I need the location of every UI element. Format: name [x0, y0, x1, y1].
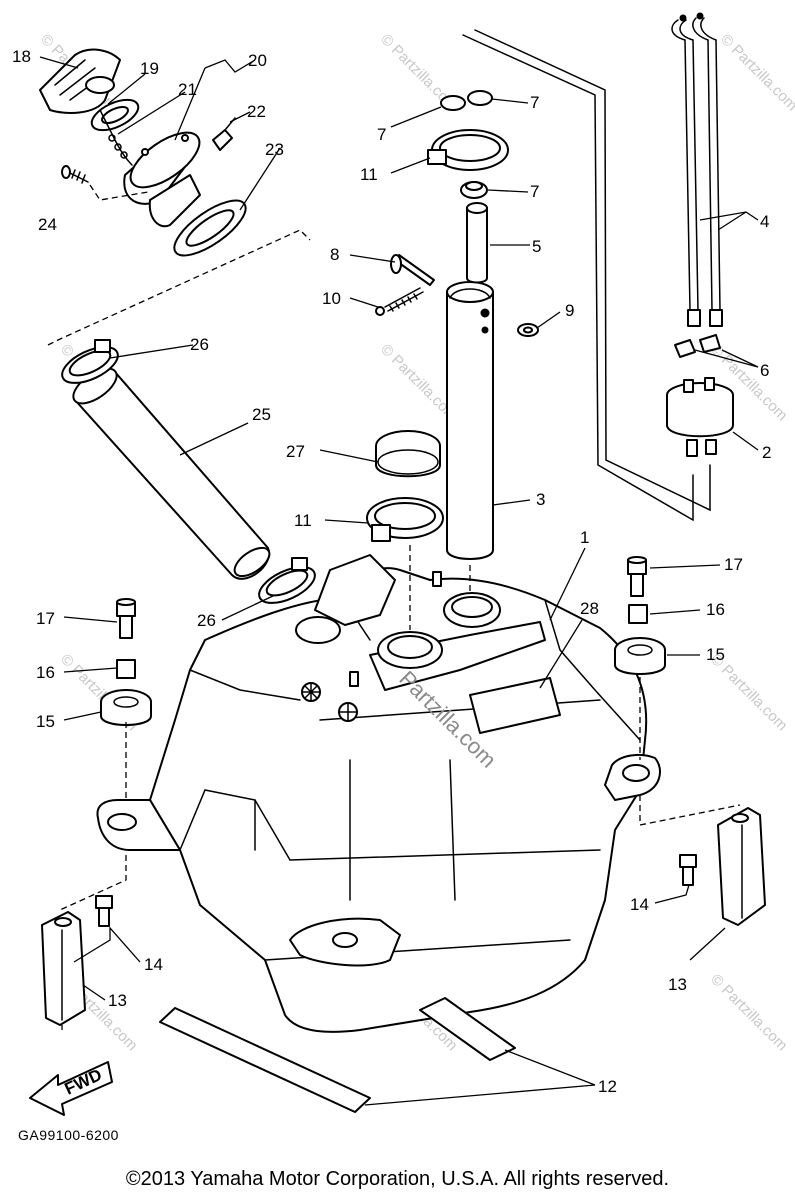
callout-11-lower: 11: [294, 511, 312, 530]
callout-26-lower: 26: [197, 611, 216, 630]
callout-11-upper: 11: [360, 165, 378, 184]
filler-hose-25: [72, 367, 271, 580]
callout-20: 20: [248, 51, 267, 70]
callout-21: 21: [178, 80, 197, 99]
grommet-15-right: [614, 637, 666, 675]
callout-3: 3: [536, 490, 545, 509]
callout-labels: 18 19 20 21 22 23 24 26 25 27 11 7 7 11 …: [12, 47, 771, 1096]
callout-5: 5: [532, 237, 541, 256]
callout-6: 6: [760, 361, 769, 380]
vent-hose-routing: [462, 29, 711, 522]
bracket-13-right: [717, 807, 766, 926]
callout-14-left: 14: [144, 955, 163, 974]
callout-17-left: 17: [36, 609, 55, 628]
callout-7-left: 7: [377, 125, 386, 144]
callout-2: 2: [762, 443, 771, 462]
filler-neck-20: [123, 131, 201, 228]
filler-cap-18: [39, 48, 121, 114]
leader-lines: [39, 56, 759, 1106]
bolt-17-left: [116, 598, 136, 639]
clips-6: [674, 334, 721, 358]
valve-22: [212, 117, 236, 151]
watermark-small: © Partzilla.com: [717, 31, 795, 114]
callout-16-left: 16: [36, 663, 55, 682]
callout-23: 23: [265, 140, 284, 159]
callout-12: 12: [598, 1077, 617, 1096]
cap-27: [375, 430, 441, 478]
bolt-17-right: [627, 556, 647, 597]
clamp-11-lower: [366, 497, 444, 542]
callout-27: 27: [286, 442, 305, 461]
callout-26-upper: 26: [190, 335, 209, 354]
bolt-8: [390, 254, 435, 286]
clamp-26-upper: [61, 339, 119, 384]
screw-24: [61, 165, 89, 184]
bolt-14-right: [679, 854, 697, 886]
callout-7-mid: 7: [530, 182, 539, 201]
callout-18: 18: [12, 47, 31, 66]
collar-16-left: [116, 659, 136, 679]
watermark-small: © Partzilla.com: [707, 971, 790, 1054]
callout-13-right: 13: [668, 975, 687, 994]
filter-2: [666, 377, 734, 457]
callout-19: 19: [140, 59, 159, 78]
pad-12: [159, 997, 516, 1113]
callout-15-left: 15: [36, 712, 55, 731]
vent-lines-4: [671, 12, 723, 327]
callout-1: 1: [580, 528, 589, 547]
washer-9: [517, 323, 539, 337]
callout-4: 4: [760, 212, 769, 231]
hose-5: [466, 202, 488, 284]
callout-7-top: 7: [530, 93, 539, 112]
callout-8: 8: [330, 245, 339, 264]
copyright-notice: ©2013 Yamaha Motor Corporation, U.S.A. A…: [125, 1168, 670, 1190]
callout-10: 10: [322, 289, 341, 308]
bolt-14-left: [95, 895, 113, 927]
screw-10: [375, 287, 424, 316]
callout-9: 9: [565, 301, 574, 320]
grommet-15-left: [100, 689, 152, 726]
callout-25: 25: [252, 405, 271, 424]
callout-14-right: 14: [630, 895, 649, 914]
fuel-tank: [96, 554, 661, 1033]
clamp-26-lower: [258, 557, 316, 604]
callout-13-left: 13: [108, 991, 127, 1010]
callout-17-right: 17: [724, 555, 743, 574]
fwd-arrow: FWD: [29, 1061, 113, 1116]
bracket-13-left: [41, 911, 86, 1026]
clamp-7: [440, 90, 493, 199]
callout-15-right: 15: [706, 645, 725, 664]
diagram-code: GA99100-6200: [18, 1127, 119, 1143]
callout-22: 22: [247, 102, 266, 121]
chain-21: [99, 109, 133, 166]
callout-28: 28: [580, 599, 599, 618]
collar-16-right: [628, 604, 648, 624]
callout-24: 24: [38, 215, 57, 234]
pipe-3: [446, 281, 494, 560]
clamp-11-upper: [427, 129, 509, 171]
callout-16-right: 16: [706, 600, 725, 619]
gasket-19: [90, 98, 140, 132]
